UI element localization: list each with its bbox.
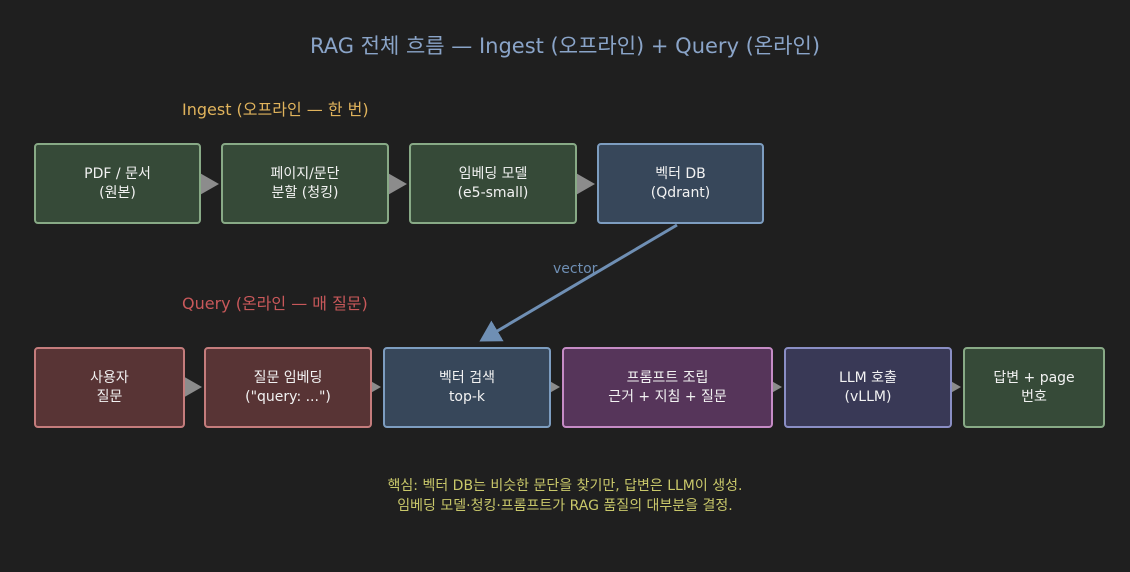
node-llm-call: LLM 호출 (vLLM) <box>784 347 952 428</box>
node-pdf-document: PDF / 문서 (원본) <box>34 143 201 224</box>
node-user-question: 사용자 질문 <box>34 347 185 428</box>
node-line: LLM 호출 <box>839 369 897 386</box>
node-prompt-assembly: 프롬프트 조립 근거 + 지침 + 질문 <box>562 347 773 428</box>
node-line: 벡터 DB <box>655 165 706 182</box>
node-line: 질문 임베딩 <box>253 369 323 386</box>
footnote-line-2: 임베딩 모델·청킹·프롬프트가 RAG 품질의 대부분을 결정. <box>397 498 733 514</box>
node-vector-db: 벡터 DB (Qdrant) <box>597 143 764 224</box>
vector-edge-label: vector <box>553 261 598 277</box>
node-line: 번호 <box>1021 388 1047 405</box>
node-line: 임베딩 모델 <box>458 165 528 182</box>
node-line: (vLLM) <box>844 388 892 405</box>
node-line: (원본) <box>99 184 136 201</box>
ingest-section-label: Ingest (오프라인 — 한 번) <box>182 100 369 119</box>
query-section-label: Query (온라인 — 매 질문) <box>182 294 368 313</box>
node-line: 분할 (청킹) <box>271 184 339 201</box>
node-line: PDF / 문서 <box>84 165 151 182</box>
node-line: 질문 <box>96 388 123 405</box>
node-vector-search: 벡터 검색 top-k <box>383 347 551 428</box>
vector-arrow <box>479 223 678 342</box>
node-line: 답변 + page <box>993 369 1075 386</box>
node-line: 페이지/문단 <box>270 165 340 182</box>
node-line: 프롬프트 조립 <box>626 369 709 386</box>
node-line: 사용자 <box>90 369 129 386</box>
node-line: 근거 + 지침 + 질문 <box>608 388 727 405</box>
node-embedding-model: 임베딩 모델 (e5-small) <box>409 143 577 224</box>
node-line: (e5-small) <box>457 184 529 201</box>
footnote-line-1: 핵심: 벡터 DB는 비슷한 문단을 찾기만, 답변은 LLM이 생성. <box>387 478 743 494</box>
node-answer-page: 답변 + page 번호 <box>963 347 1105 428</box>
node-line: top-k <box>448 388 486 405</box>
node-line: 벡터 검색 <box>439 369 495 386</box>
node-question-embedding: 질문 임베딩 ("query: ...") <box>204 347 372 428</box>
diagram-title: RAG 전체 흐름 — Ingest (오프라인) + Query (온라인) <box>309 34 821 58</box>
node-line: ("query: ...") <box>245 388 331 405</box>
node-line: (Qdrant) <box>650 184 711 201</box>
node-chunking: 페이지/문단 분할 (청킹) <box>221 143 389 224</box>
